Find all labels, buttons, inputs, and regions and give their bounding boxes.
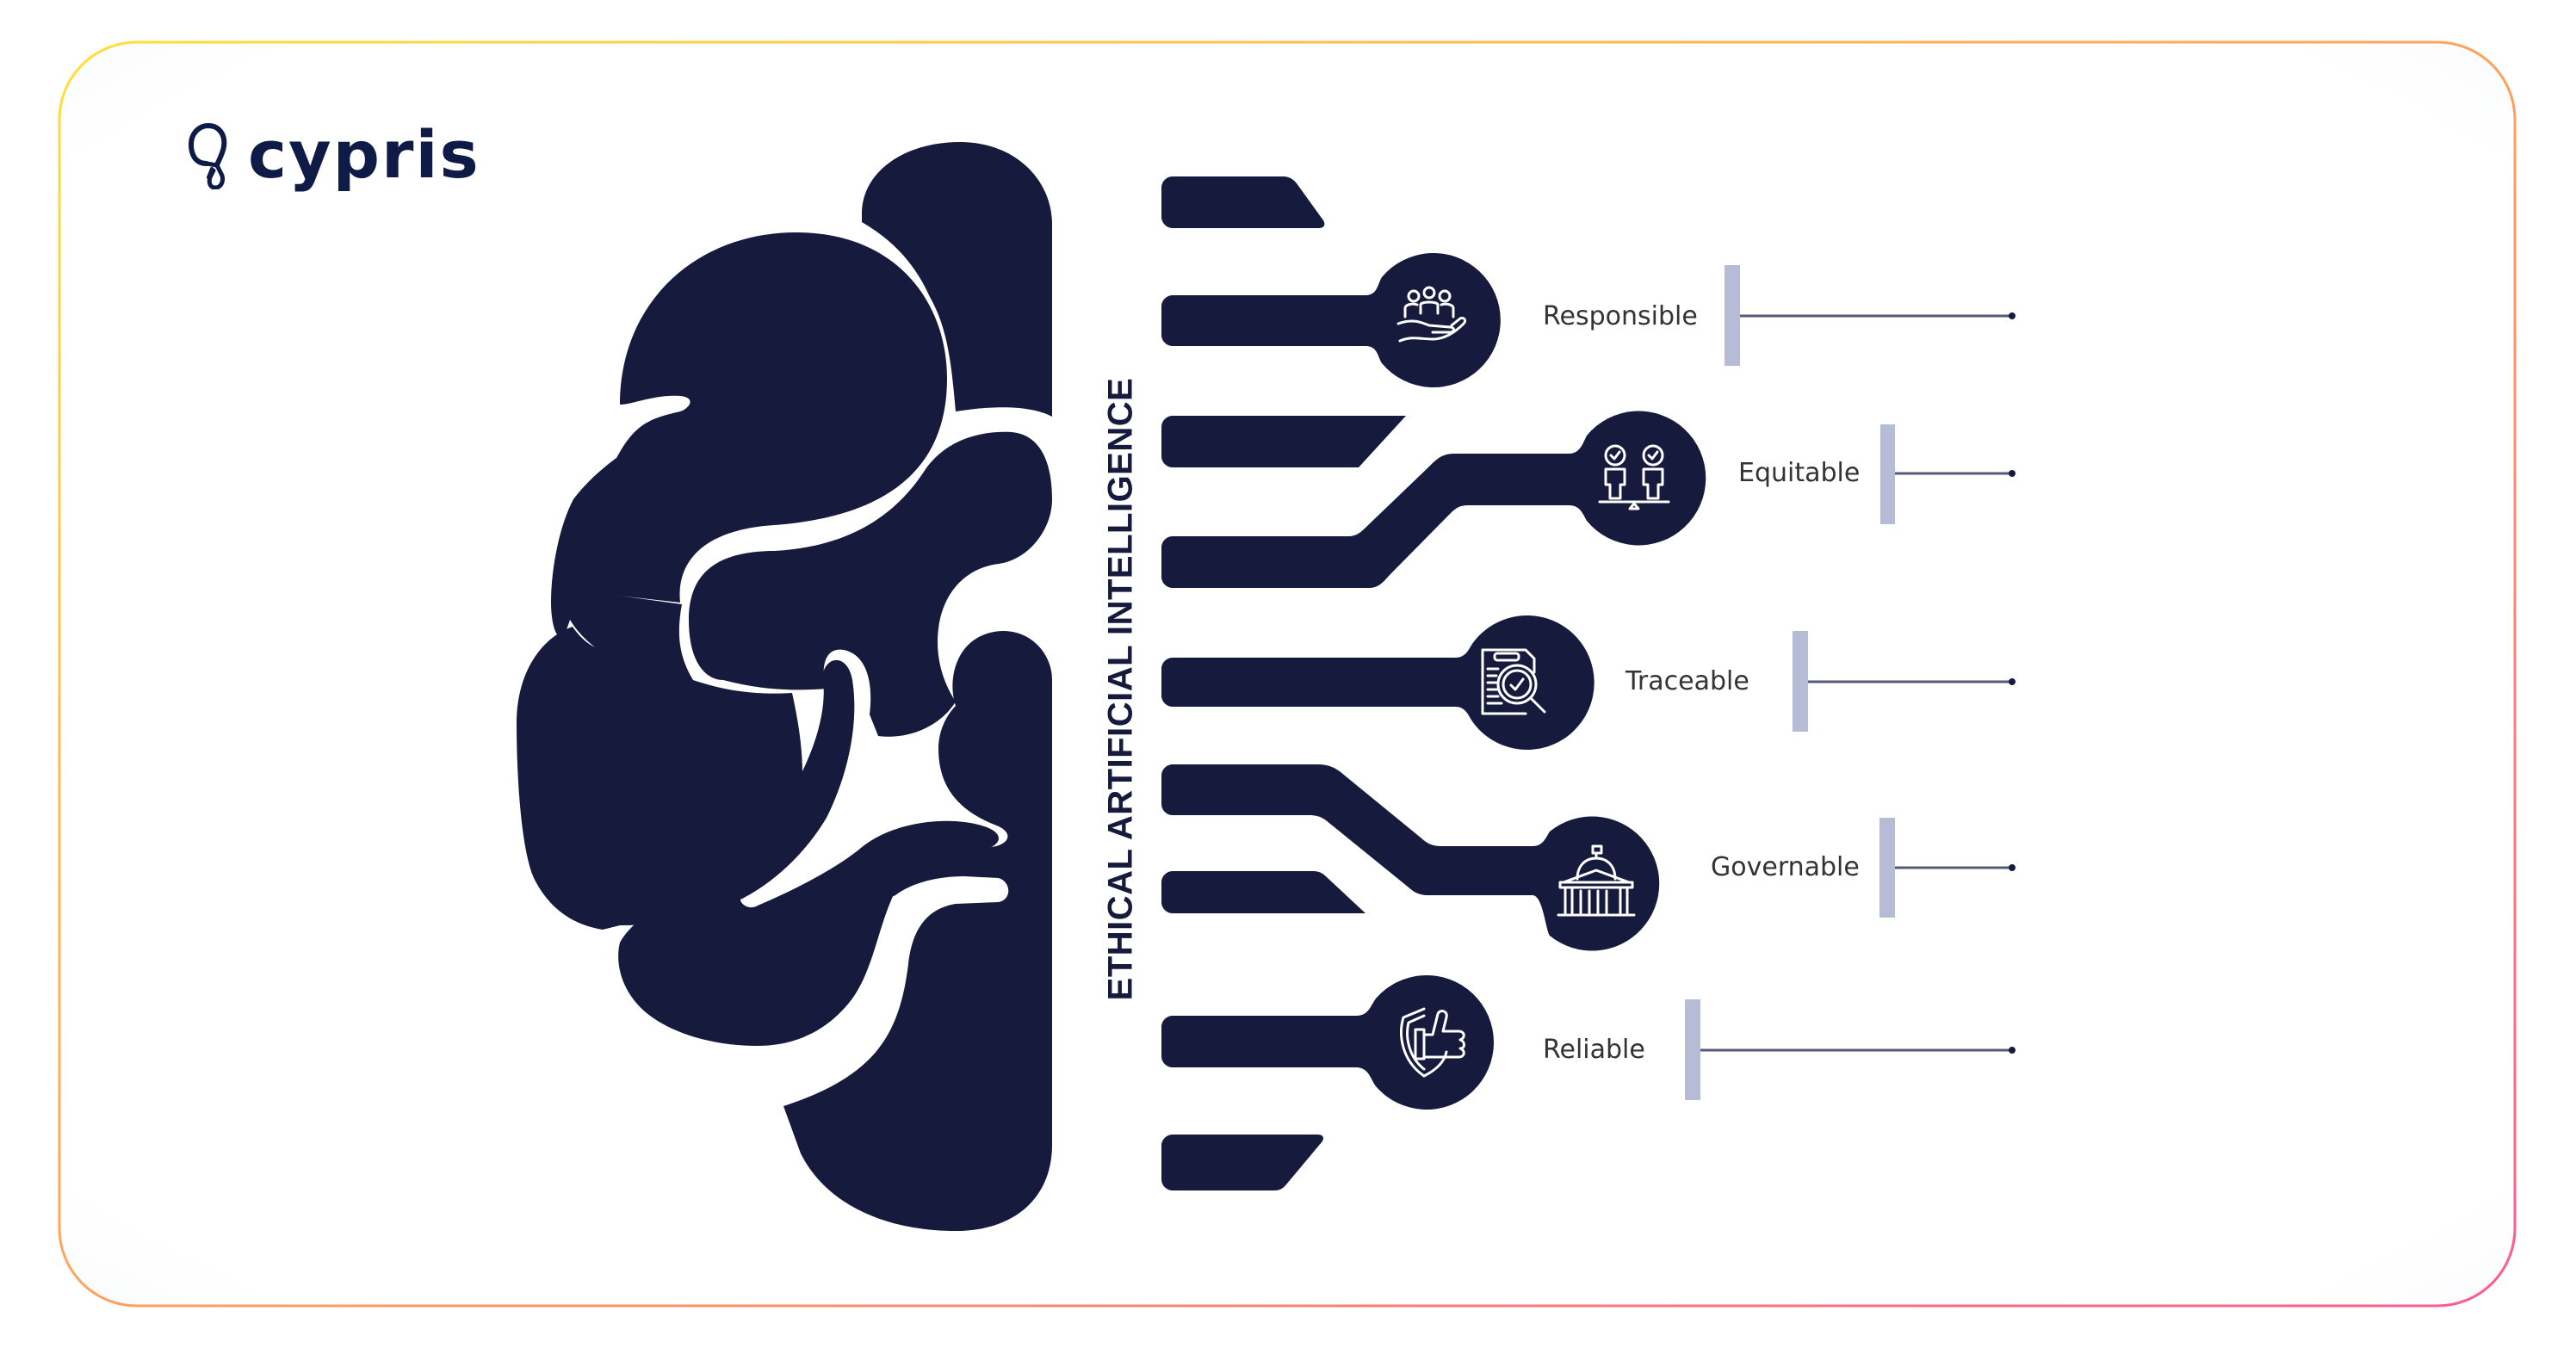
circuit-trace-responsible xyxy=(1161,253,1501,387)
connector-equitable xyxy=(1880,424,2016,524)
hand-holding-people-icon xyxy=(1396,286,1467,343)
principle-label-equitable: Equitable xyxy=(1738,458,1861,488)
principle-label-responsible: Responsible xyxy=(1543,301,1698,331)
principle-label-governable: Governable xyxy=(1711,852,1860,882)
circuit-stub xyxy=(1161,416,1406,467)
circuit-stub xyxy=(1161,871,1365,913)
people-on-balance-icon xyxy=(1598,444,1670,510)
diagram-title: ETHICAL ARTIFICIAL INTELLIGENCE xyxy=(1101,377,1140,1000)
principle-label-reliable: Reliable xyxy=(1543,1035,1645,1065)
cypris-location-pin-icon xyxy=(188,122,227,189)
cypris-logo: cypris xyxy=(188,112,480,198)
connector-traceable xyxy=(1793,631,2016,732)
circuit-stub xyxy=(1161,176,1325,228)
government-building-icon xyxy=(1557,844,1636,917)
circuit-trace-equitable xyxy=(1161,411,1706,588)
connector-governable xyxy=(1879,818,2016,918)
logo-wordmark: cypris xyxy=(248,116,480,193)
document-magnifier-icon xyxy=(1481,648,1546,715)
brain-icon xyxy=(517,142,1052,1231)
circuit-trace-reliable xyxy=(1161,975,1495,1110)
connector-responsible xyxy=(1725,265,2016,366)
circuit-traces xyxy=(1161,176,1706,1190)
shield-thumbs-up-icon xyxy=(1400,1007,1465,1078)
connector-reliable xyxy=(1685,999,2016,1100)
diagram-title-container: ETHICAL ARTIFICIAL INTELLIGENCE xyxy=(1087,377,1155,1000)
circuit-trace-governable xyxy=(1161,764,1660,951)
principle-label-traceable: Traceable xyxy=(1625,666,1749,696)
circuit-stub xyxy=(1161,1135,1324,1190)
